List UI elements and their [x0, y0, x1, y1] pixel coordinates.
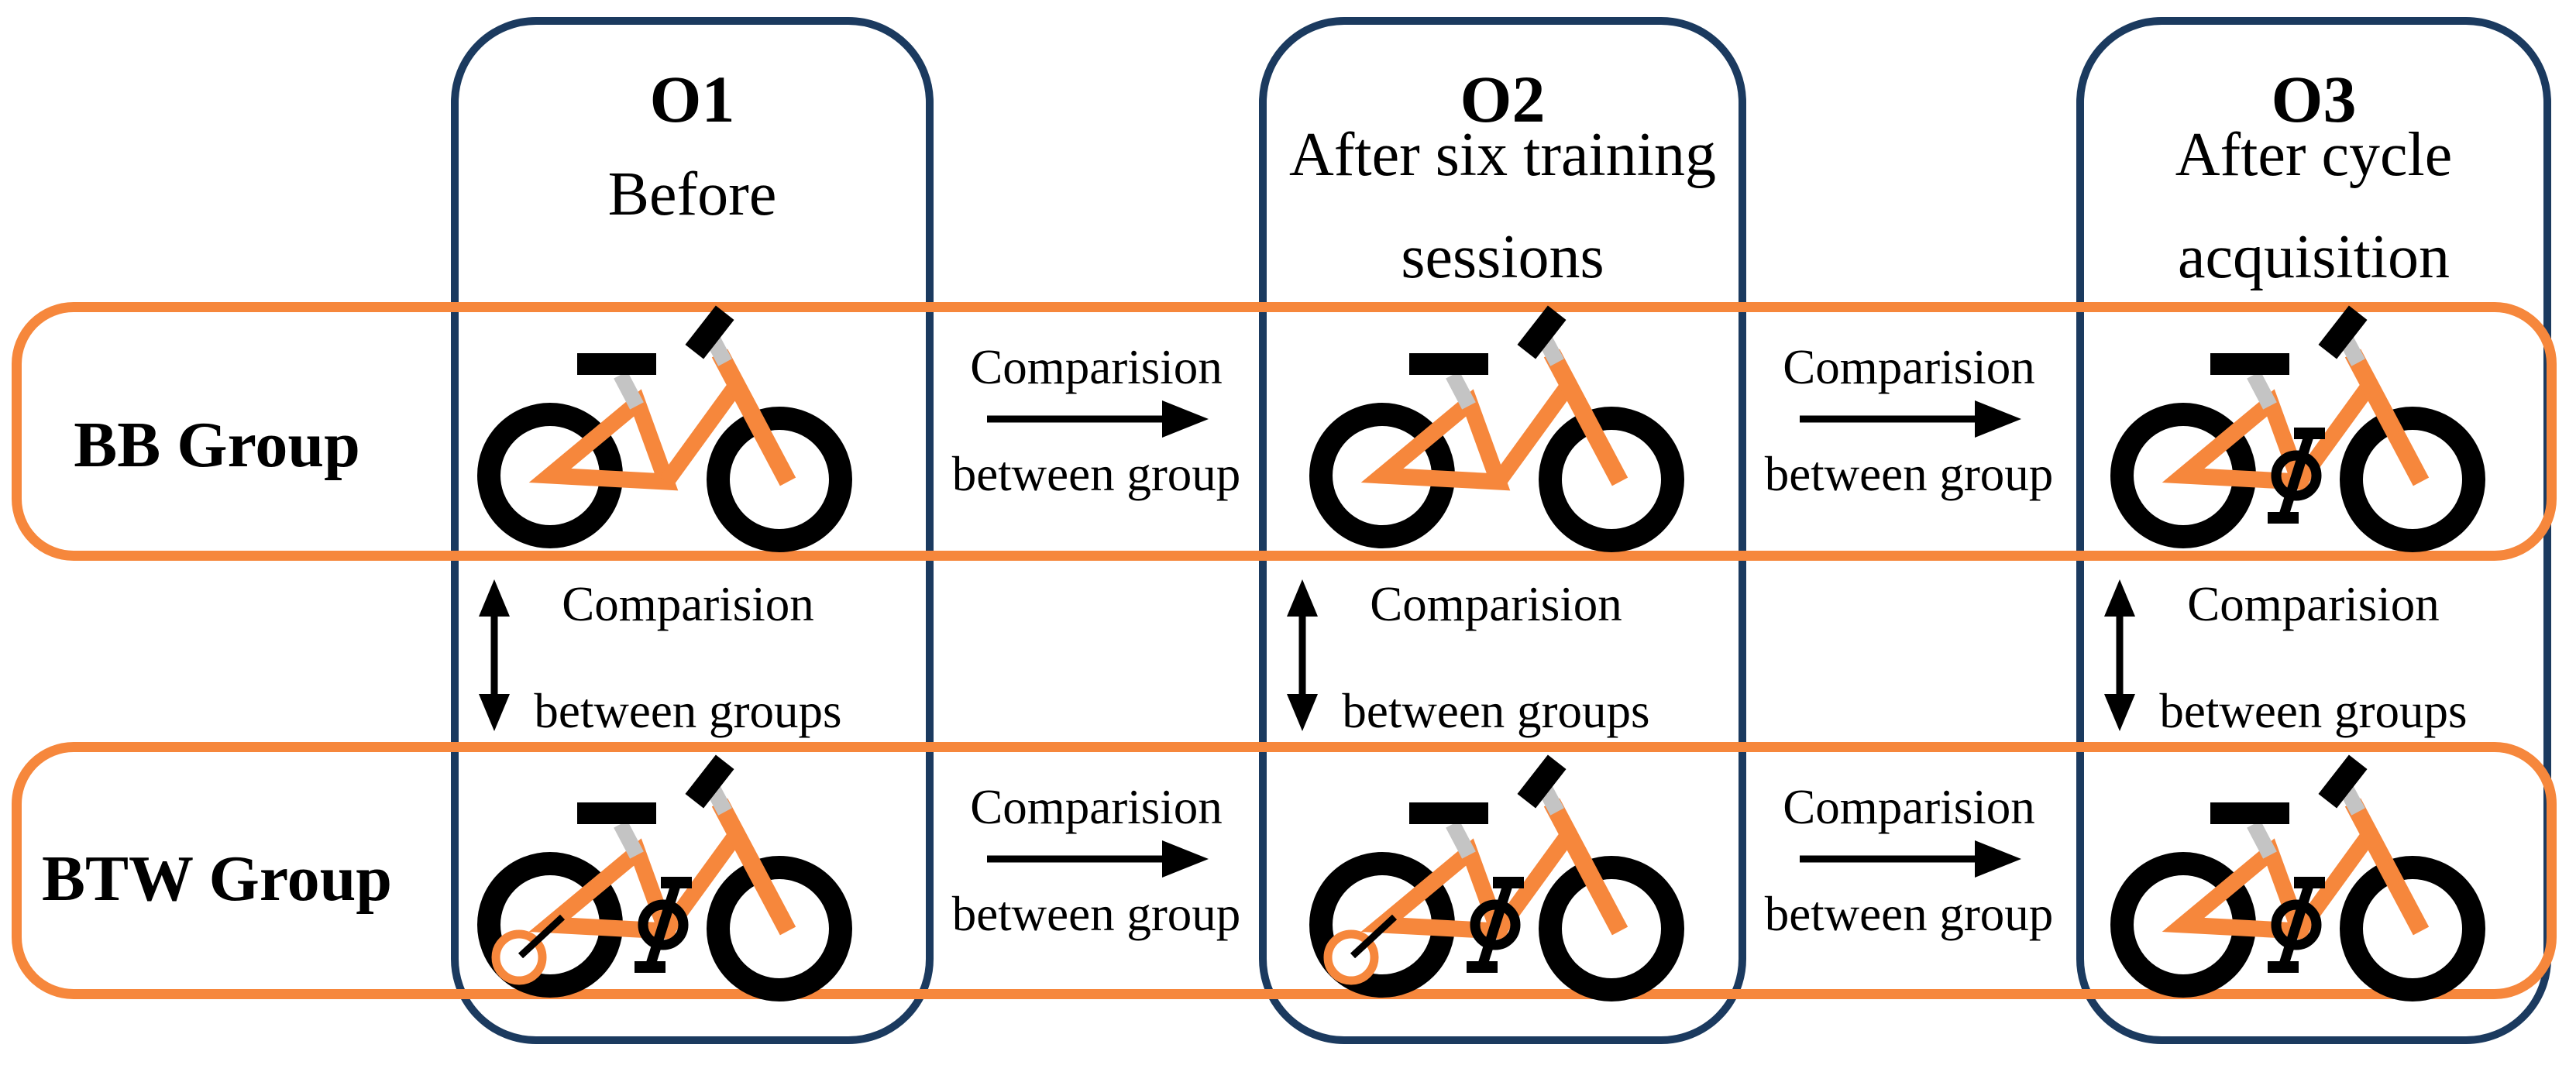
- comparison-label-line2: between groups: [2159, 684, 2468, 738]
- comparison-between-group-o2-o3-btw: Comparision between group: [1731, 779, 2087, 942]
- comparison-label-line1: Comparision: [970, 340, 1223, 394]
- comparison-between-group-o1-o2-bb: Comparision between group: [918, 339, 1274, 502]
- right-arrow-icon: [987, 840, 1209, 878]
- comparison-label-line2: between group: [1764, 447, 2054, 501]
- up-down-arrow-icon: [1287, 579, 1318, 731]
- comparison-label-line1: Comparision: [2187, 577, 2440, 631]
- btw-group-row-box: [12, 742, 2557, 999]
- balance-bike-icon: [463, 296, 897, 567]
- column-title-o1: O1: [649, 62, 735, 136]
- comparison-between-groups-o3: Comparision between groups: [2151, 576, 2476, 739]
- subtitle-line: After cycle: [2175, 121, 2453, 189]
- comparison-label-line1: Comparision: [1783, 340, 2035, 394]
- up-down-arrow-icon: [479, 579, 510, 731]
- comparison-between-groups-o2: Comparision between groups: [1333, 576, 1659, 739]
- comparison-label-line1: Comparision: [970, 780, 1223, 834]
- comparison-label-line2: between group: [951, 887, 1241, 941]
- training-bike-icon: [1295, 745, 1729, 1016]
- o2-column-box: [1259, 17, 1746, 1044]
- subtitle-line: After six training: [1289, 121, 1716, 189]
- pedal-bike-icon: [2096, 296, 2530, 567]
- comparison-between-groups-o1: Comparision between groups: [525, 576, 851, 739]
- comparison-label-line1: Comparision: [562, 577, 814, 631]
- comparison-between-group-o2-o3-bb: Comparision between group: [1731, 339, 2087, 502]
- row-label-btw-group: BTW Group: [41, 842, 393, 915]
- training-bike-icon: [463, 745, 897, 1016]
- subtitle-line: acquisition: [2177, 223, 2450, 291]
- column-subtitle-o1: Before: [451, 104, 934, 308]
- comparison-between-group-o1-o2-btw: Comparision between group: [918, 779, 1274, 942]
- bb-group-row-box: [12, 302, 2557, 561]
- comparison-label-line2: between groups: [534, 684, 842, 738]
- balance-bike-icon: [1295, 296, 1729, 567]
- comparison-label-line1: Comparision: [1783, 780, 2035, 834]
- o1-column-box: [451, 17, 934, 1044]
- pedal-bike-icon: [2096, 745, 2530, 1016]
- right-arrow-icon: [1800, 840, 2021, 878]
- column-title-o2: O2: [1460, 62, 1546, 136]
- comparison-label-line2: between group: [1764, 887, 2054, 941]
- subtitle-line: Before: [607, 160, 777, 228]
- comparison-label-line1: Comparision: [1370, 577, 1622, 631]
- column-subtitle-o3: After cycle acquisition: [2076, 104, 2551, 308]
- right-arrow-icon: [1800, 400, 2021, 438]
- comparison-label-line2: between groups: [1342, 684, 1650, 738]
- column-subtitle-o2: After six training sessions: [1259, 104, 1746, 308]
- subtitle-line: sessions: [1401, 223, 1604, 291]
- comparison-label-line2: between group: [951, 447, 1241, 501]
- row-label-bb-group: BB Group: [74, 408, 360, 481]
- column-title-o3: O3: [2271, 62, 2357, 136]
- up-down-arrow-icon: [2104, 579, 2135, 731]
- right-arrow-icon: [987, 400, 1209, 438]
